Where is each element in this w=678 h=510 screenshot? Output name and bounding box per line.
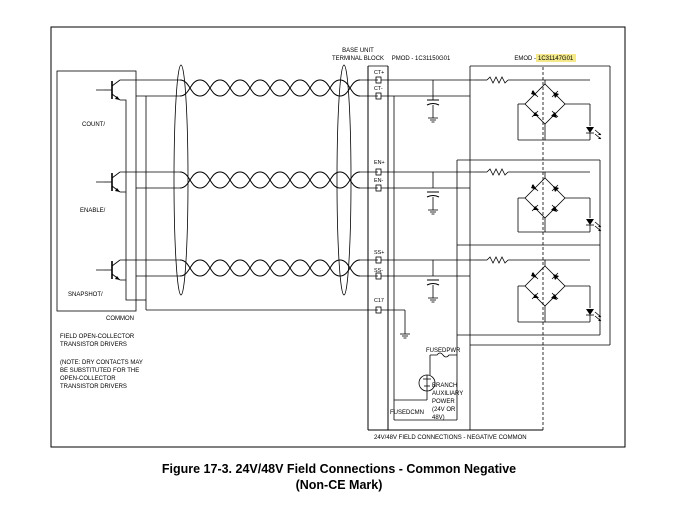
twisted-pair-count <box>179 79 361 97</box>
ground-c17-icon <box>399 333 411 339</box>
ground-3-icon <box>427 297 439 303</box>
label-branch-2: AUXILIARY <box>432 391 463 397</box>
capacitor-2-icon <box>426 191 440 198</box>
resistor-2-icon <box>486 168 509 176</box>
led-1-icon <box>585 126 602 140</box>
label-base-unit: BASE UNIT <box>342 48 374 54</box>
led-2-icon <box>585 218 602 232</box>
label-fusedcmn: FUSEDCMN <box>390 410 424 416</box>
transistor-enable-icon <box>103 171 121 193</box>
bridge-rectifier-3-icon <box>524 265 566 307</box>
capacitor-1-icon <box>426 99 440 106</box>
label-emod-part: 1C31147G01 <box>538 56 574 62</box>
label-ss-minus: SS- <box>374 268 383 274</box>
emod-part-highlight <box>536 54 576 62</box>
label-note-2: BE SUBSTITUTED FOR THE <box>60 368 139 374</box>
transistor-snapshot-icon <box>103 259 121 281</box>
label-fusedpwr: FUSEDPWR <box>426 348 461 354</box>
resistor-1-icon <box>486 76 509 84</box>
label-snapshot: SNAPSHOT/ <box>68 292 103 298</box>
ground-1-icon <box>427 117 439 123</box>
label-ct-minus: CT- <box>374 86 383 92</box>
resistor-3-icon <box>486 256 509 264</box>
field-driver-box <box>56 70 137 312</box>
outer-frame <box>50 26 626 448</box>
shield-left <box>173 64 189 296</box>
label-note-4: TRANSISTOR DRIVERS <box>60 384 127 390</box>
figure-caption-line2: (Non-CE Mark) <box>295 478 383 492</box>
twisted-pair-enable <box>179 171 361 189</box>
label-terminal-block: TERMINAL BLOCK <box>332 56 384 62</box>
capacitor-3-icon <box>426 279 440 286</box>
label-emod-prefix: EMOD - <box>514 56 536 62</box>
figure-caption-line1: Figure 17-3. 24V/48V Field Connections -… <box>161 462 517 476</box>
emod-channel-3 <box>475 256 602 323</box>
wiring-diagram: BASE UNIT TERMINAL BLOCK PMOD - 1C31150G… <box>50 26 626 448</box>
bridge-rectifier-2-icon <box>524 177 566 219</box>
label-pmod: PMOD - 1C31150G01 <box>392 56 451 62</box>
label-enable: ENABLE/ <box>80 208 106 214</box>
label-branch-5: 48V) <box>432 415 445 421</box>
label-note-1: (NOTE: DRY CONTACTS MAY <box>60 360 143 366</box>
emod-channel-2 <box>475 168 602 233</box>
label-branch-3: POWER <box>432 399 455 405</box>
led-3-icon <box>585 308 602 322</box>
label-ct-plus: CT+ <box>374 70 384 76</box>
label-en-plus: EN+ <box>374 160 385 166</box>
label-common: COMMON <box>106 316 134 322</box>
label-note-3: OPEN-COLLECTOR <box>60 376 116 382</box>
bridge-rectifier-1-icon <box>524 83 566 125</box>
label-branch-4: (24V OR <box>432 407 456 413</box>
label-bottom-note: 24V/48V FIELD CONNECTIONS - NEGATIVE COM… <box>374 435 527 441</box>
label-ss-plus: SS+ <box>374 250 384 256</box>
ground-2-icon <box>427 209 439 215</box>
emod-channel-1 <box>475 76 602 141</box>
label-count: COUNT/ <box>82 122 105 128</box>
label-branch-1: BRANCH <box>432 383 457 389</box>
transistor-count-icon <box>103 79 121 101</box>
label-en-minus: EN- <box>374 178 383 184</box>
label-drivers-2: TRANSISTOR DRIVERS <box>60 342 127 348</box>
shield-right <box>336 64 352 296</box>
twisted-pair-snapshot <box>179 259 361 277</box>
label-c17: C17 <box>374 298 384 304</box>
label-drivers-1: FIELD OPEN-COLLECTOR <box>60 334 135 340</box>
